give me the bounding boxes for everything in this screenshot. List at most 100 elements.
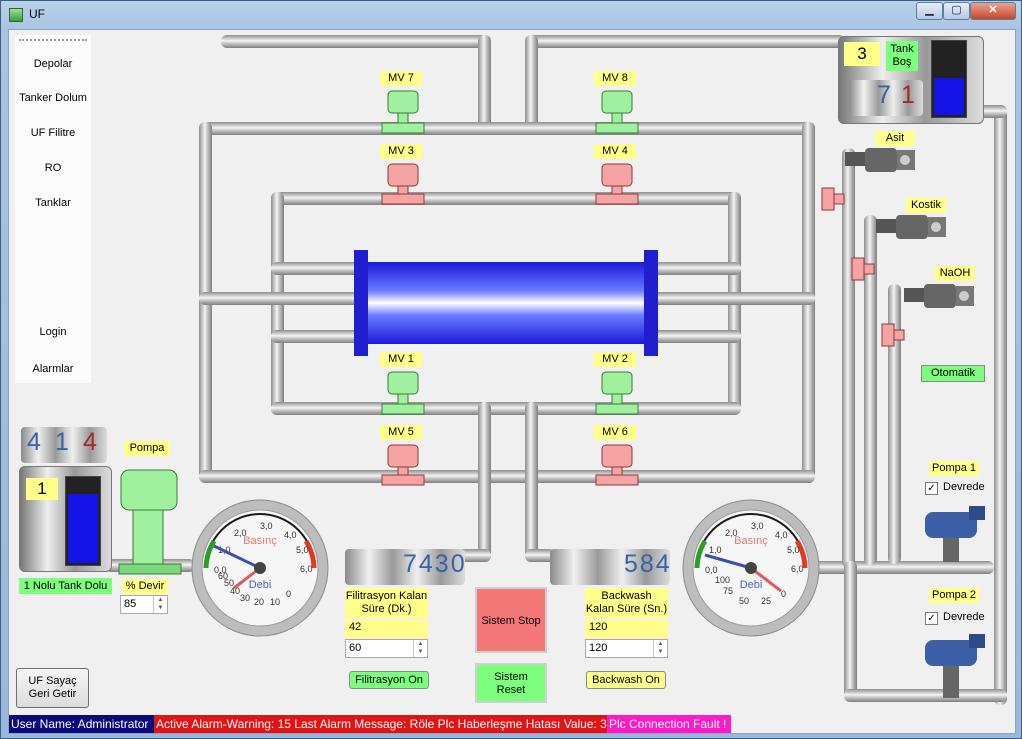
valve-mv4[interactable] <box>590 160 646 216</box>
left-gauge-tick: 3,0 <box>260 521 273 531</box>
speed-label: % Devir <box>122 579 168 594</box>
right-gauge-tick: 25 <box>761 596 771 606</box>
right-gauge-tick: 4,0 <box>775 530 788 540</box>
left-gauge-tick: 4,0 <box>284 530 297 540</box>
pump2-icon <box>925 634 985 698</box>
left-gauge-tick: 0,0 <box>214 565 227 575</box>
nav-menu: Depolar Tanker Dolum UF Filitre RO Tankl… <box>15 35 91 383</box>
valve-mv3[interactable] <box>376 160 432 216</box>
app-icon <box>9 8 23 22</box>
left-counter-digit-2: 1 <box>55 428 71 456</box>
naoh-valve-icon <box>881 323 905 347</box>
left-counter-digit-1: 4 <box>27 428 43 456</box>
right-gauge-tick: 1,0 <box>709 545 722 555</box>
filtration-on-button[interactable]: Filitrasyon On <box>349 671 429 689</box>
valve-label-mv3: MV 3 <box>380 144 422 159</box>
left-gauge-tick: 2,0 <box>234 528 247 538</box>
chem-label-asit: Asit <box>875 131 915 146</box>
right-gauge-tick: 2,0 <box>725 528 738 538</box>
left-gauge-tick: 30 <box>240 593 250 603</box>
status-plc: Plc Connection Fault ! <box>607 715 731 733</box>
valve-mv5[interactable] <box>376 441 432 497</box>
backwash-setpoint-input[interactable]: 120 <box>585 639 668 658</box>
maximize-button[interactable]: ▢ <box>943 2 970 20</box>
left-tank-counter: 4 1 4 <box>21 427 107 463</box>
nav-item-login[interactable]: Login <box>39 326 67 338</box>
pump2-checkbox[interactable]: ✓ <box>925 612 938 625</box>
top-tank-counter: 7 1 <box>849 80 923 116</box>
nav-item-depolar[interactable]: Depolar <box>33 58 73 70</box>
valve-mv8[interactable] <box>590 87 646 143</box>
top-tank-number: 3 <box>844 42 880 66</box>
uf-membrane <box>354 250 658 356</box>
left-gauge-pressure-label: Basınç <box>243 535 277 547</box>
backwash-on-button[interactable]: Backwash On <box>586 671 666 689</box>
filtration-counter: 7430 <box>345 549 465 585</box>
system-stop-button[interactable]: Sistem Stop <box>475 587 547 653</box>
right-gauge-tick: 75 <box>723 586 733 596</box>
right-gauge-tick: 3,0 <box>751 521 764 531</box>
valve-mv7[interactable] <box>376 87 432 143</box>
asit-pump-icon <box>845 148 915 172</box>
nav-item-alarmlar[interactable]: Alarmlar <box>32 363 74 375</box>
right-gauge-pressure-label: Basınç <box>734 535 768 547</box>
left-gauge-tick: 20 <box>254 597 264 607</box>
right-gauge-tick: 6,0 <box>791 564 804 574</box>
speed-input[interactable]: 85 <box>120 595 168 614</box>
valve-mv1[interactable] <box>376 368 432 424</box>
pump1-checkbox[interactable]: ✓ <box>925 482 938 495</box>
right-gauge-tick: 5,0 <box>787 545 800 555</box>
left-pump-label: Pompa <box>124 441 170 456</box>
backwash-counter: 584 <box>550 549 670 585</box>
nav-item-tanker-dolum[interactable]: Tanker Dolum <box>19 92 87 104</box>
left-tank-level <box>65 476 101 566</box>
left-gauge-tick: 10 <box>270 597 280 607</box>
left-gauge-tick: 6,0 <box>300 564 313 574</box>
left-gauge: Basınç Debi 0,0 1,0 2,0 3,0 4,0 5,0 6,0 … <box>191 499 329 637</box>
minimize-button[interactable]: ▁ <box>916 2 943 20</box>
valve-label-mv4: MV 4 <box>594 144 636 159</box>
right-gauge-tick: 100 <box>715 575 730 585</box>
valve-mv6[interactable] <box>590 441 646 497</box>
otomatik-button[interactable]: Otomatik <box>921 365 985 382</box>
valve-label-mv1: MV 1 <box>380 352 422 367</box>
left-tank-number: 1 <box>26 478 58 500</box>
pump1-icon <box>925 506 985 562</box>
chem-label-kostik: Kostik <box>906 198 946 213</box>
valve-label-mv7: MV 7 <box>380 71 422 86</box>
right-gauge-tick: 50 <box>739 596 749 606</box>
speed-spinner[interactable]: ▲▼ <box>153 596 167 613</box>
nav-item-uf-filitre[interactable]: UF Filitre <box>30 127 76 139</box>
left-gauge-flow-label: Debi <box>249 579 272 591</box>
pump2-label: Pompa 2 <box>929 588 979 603</box>
nav-item-tanklar[interactable]: Tanklar <box>35 197 71 209</box>
valve-label-mv5: MV 5 <box>380 425 422 440</box>
valve-mv2[interactable] <box>590 368 646 424</box>
window-title: UF <box>29 7 45 21</box>
close-button[interactable]: ✕ <box>970 2 1016 20</box>
nav-item-ro[interactable]: RO <box>44 162 62 174</box>
backwash-setpoint-spinner[interactable]: ▲▼ <box>653 640 667 657</box>
asit-valve-icon <box>821 187 845 211</box>
filtration-setpoint-input[interactable]: 60 <box>345 639 428 658</box>
filtration-setpoint-spinner[interactable]: ▲▼ <box>413 640 427 657</box>
chem-label-naoh: NaOH <box>935 266 975 281</box>
valve-label-mv6: MV 6 <box>594 425 636 440</box>
right-gauge: Basınç Debi 0,0 1,0 2,0 3,0 4,0 5,0 6,0 … <box>682 499 820 637</box>
nav-divider <box>19 39 87 41</box>
left-gauge-tick: 50 <box>224 578 234 588</box>
status-alarm: Active Alarm-Warning: 15 Last Alarm Mess… <box>154 715 614 733</box>
client-area: Depolar Tanker Dolum UF Filitre RO Tankl… <box>8 29 1016 734</box>
valve-label-mv2: MV 2 <box>594 352 636 367</box>
top-tank-level <box>931 40 967 118</box>
left-tank-status: 1 Nolu Tank Dolu <box>19 578 112 594</box>
title-bar: UF ▁ ▢ ✕ <box>1 1 1022 29</box>
valve-label-mv8: MV 8 <box>594 71 636 86</box>
filtration-remaining: 42 <box>345 620 428 638</box>
